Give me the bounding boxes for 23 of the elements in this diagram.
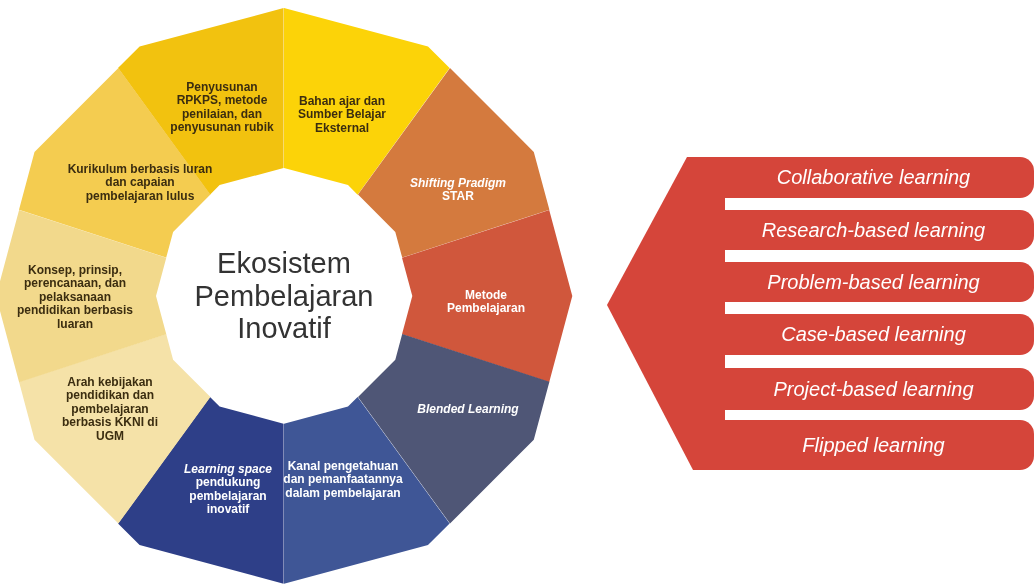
segment-label: Learning space pendukung pembelajaran inovatif [182,463,273,517]
method-label: Flipped learning [802,433,945,457]
segment-label: Shifting Pradigm STAR [409,176,507,204]
method-bar [725,314,1034,355]
method-label: Case-based learning [781,323,966,346]
method-bar [725,210,1034,250]
center-title: Ekosistem Pembelajaran Inovatif [194,246,374,346]
segment-label: Kurikulum berbasis luran dan capaian pembelajaran lulus [66,162,214,204]
segment-label: Penyusunan RPKPS, metode penilaian, dan penyusunan rubik [169,81,275,135]
segment-label: Metode Pembelajaran [445,288,526,316]
method-label: Research-based learning [761,218,986,242]
method-label: Problem-based learning [767,270,980,294]
method-bar [725,262,1034,302]
method-label: Collaborative learning [776,166,971,189]
method-label: Project-based learning [773,377,974,401]
segment-label: Kanal pengetahuan dan pemanfaatannya dalam pembelajaran [282,459,404,501]
segment-label: Arah kebijakan pendidikan dan pembelajaran berbasis KKNI di UGM [60,376,159,444]
method-bar [725,420,1034,470]
method-bar [725,368,1034,410]
segment-label: Bahan ajar dan Sumber Belajar Eksternal [296,94,387,136]
segment-label: Konsep, prinsip, perencanaan, dan pelaksanaan pendidikan berbasis luaran [15,264,134,332]
method-bar [725,157,1034,198]
segment-label: Blended Learning [416,403,520,417]
